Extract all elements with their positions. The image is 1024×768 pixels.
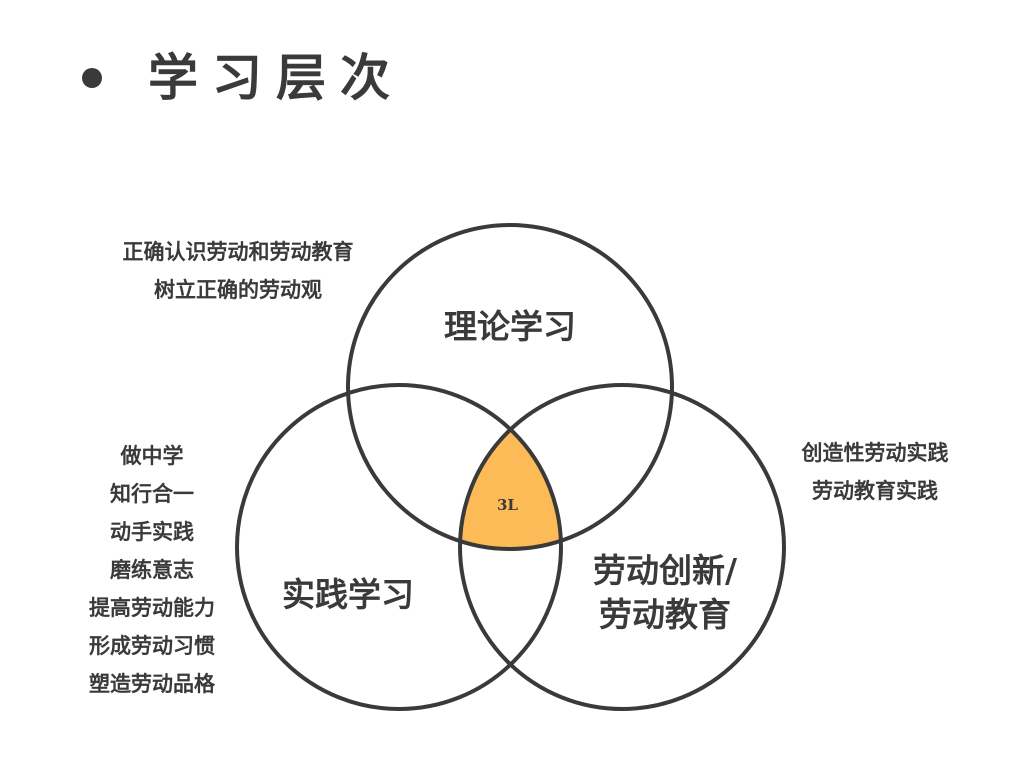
- title-bullet: [82, 68, 102, 88]
- note-line: 创造性劳动实践: [801, 440, 949, 465]
- center-label: 3L: [497, 496, 518, 514]
- circle-label-innovation-line: 劳动教育: [599, 595, 731, 634]
- note-line: 磨练意志: [110, 557, 194, 582]
- note-line: 正确认识劳动和劳动教育: [122, 239, 354, 264]
- note-theory: 正确认识劳动和劳动教育 树立正确的劳动观: [80, 233, 396, 309]
- note-line: 知行合一: [110, 481, 194, 506]
- circle-theory: [346, 223, 674, 551]
- note-line: 塑造劳动品格: [89, 671, 215, 696]
- note-line: 动手实践: [110, 519, 194, 544]
- circle-innovation: [458, 383, 786, 711]
- circle-label-practice: 实践学习: [282, 575, 414, 614]
- note-practice: 做中学 知行合一 动手实践 磨练意志 提高劳动能力 形成劳动习惯 塑造劳动品格: [60, 437, 244, 703]
- note-line: 树立正确的劳动观: [154, 277, 322, 302]
- note-line: 做中学: [120, 443, 184, 468]
- note-innovation: 创造性劳动实践 劳动教育实践: [770, 434, 980, 510]
- circle-label-innovation: 劳动创新/ 劳动教育: [565, 549, 765, 637]
- note-line: 提高劳动能力: [89, 595, 215, 620]
- circle-label-theory: 理论学习: [444, 307, 576, 346]
- note-line: 形成劳动习惯: [89, 633, 215, 658]
- note-line: 劳动教育实践: [812, 478, 938, 503]
- circle-practice: [235, 383, 563, 711]
- page-title: 学习层次: [148, 48, 404, 107]
- circle-label-innovation-line: 劳动创新/: [592, 551, 738, 590]
